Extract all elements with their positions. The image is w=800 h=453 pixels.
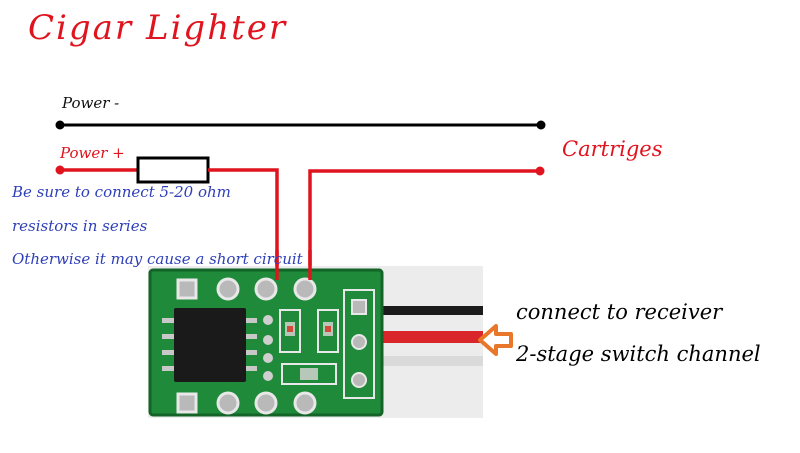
receiver-label-line-1: connect to receiver — [516, 300, 723, 324]
power-negative-terminal-left — [55, 120, 65, 130]
cartridge-terminal — [535, 166, 545, 176]
resistor-note-line-1: Be sure to connect 5-20 ohm — [12, 183, 231, 201]
smd-components — [285, 322, 333, 380]
resistor-note-line-3: Otherwise it may cause a short circuit — [12, 250, 303, 268]
ic-chip — [162, 308, 257, 382]
resistor-symbol — [136, 156, 210, 184]
cartridge-wire — [308, 169, 540, 272]
pcb-vias — [263, 315, 273, 381]
pcb-top-pads — [176, 277, 317, 301]
pcb-bottom-pads — [176, 391, 317, 415]
pcb-board-shade — [148, 268, 384, 417]
receiver-header-pins — [351, 299, 367, 388]
receiver-cable-white — [375, 356, 483, 366]
power-negative-label: Power - — [62, 94, 120, 112]
resistor-to-board-wire — [208, 168, 279, 272]
receiver-arrow-icon — [478, 324, 513, 356]
resistor-note-line-2: resistors in series — [12, 217, 148, 235]
pcb-silkscreen — [279, 289, 375, 399]
receiver-cable-red — [375, 331, 483, 343]
cartridges-label: Cartriges — [562, 137, 663, 161]
receiver-label-line-2: 2-stage switch channel — [516, 342, 761, 366]
power-positive-terminal — [55, 165, 65, 175]
power-positive-label: Power + — [60, 144, 125, 162]
receiver-cable-black — [375, 306, 483, 315]
diagram-title: Cigar Lighter — [28, 8, 288, 48]
power-negative-terminal-right — [536, 120, 546, 130]
